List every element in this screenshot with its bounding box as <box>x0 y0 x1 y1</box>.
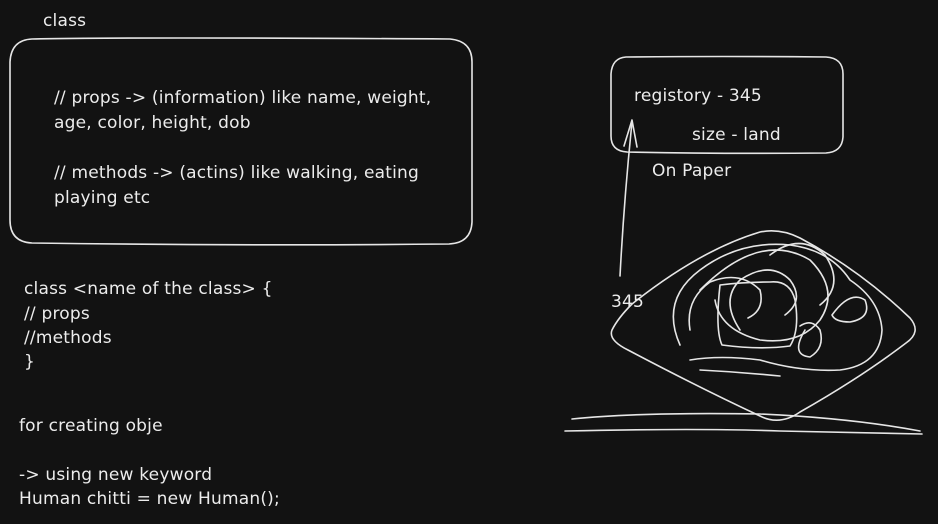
info-box-outline <box>9 37 473 246</box>
scribble-1 <box>672 243 883 372</box>
scribble-5 <box>769 242 835 306</box>
scribble-2 <box>717 281 798 349</box>
heading-class: class <box>43 11 87 31</box>
arrow-line <box>619 121 633 277</box>
scribble-7 <box>797 322 823 358</box>
scribble-6 <box>831 296 868 323</box>
info-line: // props -> (information) like name, wei… <box>54 88 432 108</box>
info-line: playing etc <box>54 188 151 208</box>
syntax-line: //methods <box>24 328 112 348</box>
land-diamond <box>610 230 916 421</box>
arrowhead <box>623 119 638 148</box>
info-line: // methods -> (actins) like walking, eat… <box>54 163 419 183</box>
object-line: Human chitti = new Human(); <box>19 489 280 509</box>
ground-line-1 <box>571 412 921 432</box>
object-line: -> using new keyword <box>19 465 213 485</box>
syntax-line: } <box>24 352 36 372</box>
info-line: age, color, height, dob <box>54 113 251 133</box>
syntax-line: // props <box>24 304 90 324</box>
scribble-8 <box>699 369 781 377</box>
size-label: size - land <box>692 125 781 145</box>
on-paper-caption: On Paper <box>652 161 732 181</box>
land-label: 345 <box>611 292 645 312</box>
syntax-line: class <name of the class> { <box>24 279 273 299</box>
scribble-4 <box>729 269 798 331</box>
scribble-3 <box>699 249 829 342</box>
registry-box-outline <box>610 55 844 155</box>
object-title: for creating obje <box>19 416 163 436</box>
ground-line-2 <box>564 428 923 435</box>
scribble-9 <box>688 276 762 331</box>
registry-label: registory - 345 <box>634 86 762 106</box>
